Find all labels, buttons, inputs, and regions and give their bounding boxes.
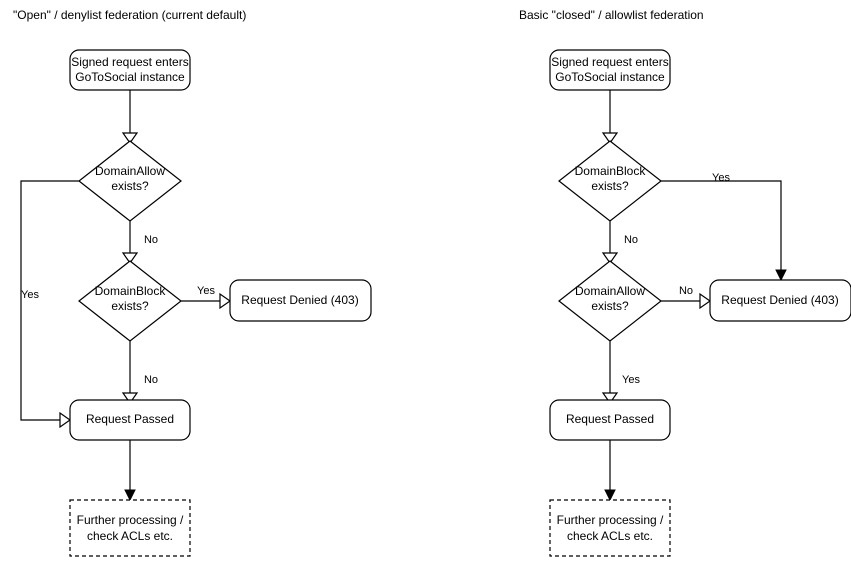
arrowhead-passed-to-further-right [604, 489, 616, 502]
edge-label-block-no-right: No [624, 234, 638, 246]
domainblock-label-line2-right: exists? [591, 179, 629, 193]
node-further-processing-right: Further processing / check ACLs etc. [549, 499, 671, 557]
further-processing-box-shape [69, 499, 191, 557]
request-passed-label: Request Passed [86, 412, 174, 426]
edge-label-allow-no-right: No [679, 285, 693, 297]
further-processing-label-line1-right: Further processing / [557, 513, 664, 527]
further-processing-label-line2-right: check ACLs etc. [567, 529, 653, 543]
panel-title-right: Basic "closed" / allowlist federation [519, 8, 704, 22]
arrowhead-start-to-allow [121, 132, 139, 145]
domainallow-label-line2-right: exists? [591, 299, 629, 313]
edge-block-yes-to-denied-right [661, 180, 782, 272]
node-decision-domainblock-left: DomainBlock exists? [78, 260, 182, 342]
edge-label-block-yes-right: Yes [712, 172, 730, 184]
arrowhead-block-yes-to-denied-right [775, 269, 787, 282]
domainblock-label-line1: DomainBlock [95, 284, 167, 298]
arrowhead-block-no-to-allow-right [601, 252, 619, 265]
node-further-processing-left: Further processing / check ACLs etc. [69, 499, 191, 557]
domainallow-label-line1: DomainAllow [95, 164, 165, 178]
node-decision-domainallow-left: DomainAllow exists? [78, 140, 182, 222]
edge-label-allow-yes: Yes [21, 289, 39, 301]
request-denied-label-right: Request Denied (403) [721, 293, 838, 307]
request-denied-label: Request Denied (403) [241, 293, 358, 307]
node-request-denied-right: Request Denied (403) [709, 279, 851, 322]
arrowhead-passed-to-further [124, 489, 136, 502]
panel-closed-allowlist: Basic "closed" / allowlist federation Si… [519, 8, 851, 557]
arrowhead-allow-no-to-block [121, 252, 139, 265]
arrowhead-allow-yes-to-passed [59, 411, 72, 429]
start-box-label-line1-right: Signed request enters [551, 55, 668, 69]
domainallow-label-line1-right: DomainAllow [575, 284, 645, 298]
arrowhead-block-yes-to-denied [219, 292, 232, 310]
start-box-label-line2: GoToSocial instance [75, 70, 185, 84]
node-start-right: Signed request enters GoToSocial instanc… [549, 49, 671, 91]
node-start-left: Signed request enters GoToSocial instanc… [69, 49, 191, 91]
panel-open-denylist: "Open" / denylist federation (current de… [13, 8, 372, 557]
request-denied-box-shape-right [709, 279, 851, 322]
domainblock-label-line2: exists? [111, 299, 149, 313]
further-processing-label-line2: check ACLs etc. [87, 529, 173, 543]
edge-label-allow-no: No [144, 234, 158, 246]
edge-allow-yes-to-passed [20, 180, 79, 421]
node-decision-domainblock-right: DomainBlock exists? [558, 140, 662, 222]
arrowhead-allow-no-to-denied-right [699, 292, 712, 310]
arrowhead-block-no-to-passed [121, 392, 139, 405]
arrowhead-start-to-block-right [601, 132, 619, 145]
panel-title-left: "Open" / denylist federation (current de… [13, 8, 246, 22]
edge-label-allow-yes-right: Yes [622, 374, 640, 386]
further-processing-label-line1: Further processing / [77, 513, 184, 527]
start-box-label-line2-right: GoToSocial instance [555, 70, 665, 84]
node-request-denied-left: Request Denied (403) [229, 279, 372, 322]
node-request-passed-right: Request Passed [549, 399, 671, 441]
request-passed-label-right: Request Passed [566, 412, 654, 426]
edge-label-block-no: No [144, 374, 158, 386]
node-request-passed-left: Request Passed [69, 399, 191, 441]
request-denied-box-shape [229, 279, 372, 322]
start-box-label-line1: Signed request enters [71, 55, 188, 69]
arrowhead-allow-yes-to-passed-right [601, 392, 619, 405]
edge-label-block-yes: Yes [197, 285, 215, 297]
domainallow-label-line2: exists? [111, 179, 149, 193]
node-decision-domainallow-right: DomainAllow exists? [558, 260, 662, 342]
further-processing-box-shape-right [549, 499, 671, 557]
domainblock-label-line1-right: DomainBlock [575, 164, 647, 178]
